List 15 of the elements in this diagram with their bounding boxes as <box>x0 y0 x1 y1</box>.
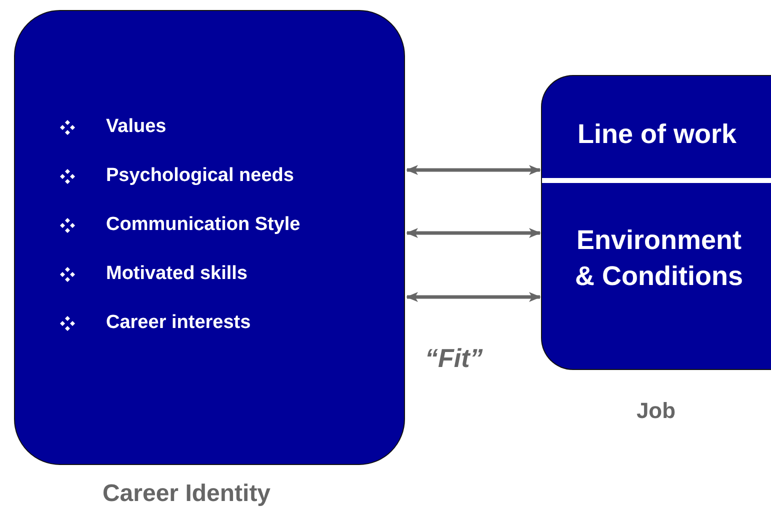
list-item-text: Motivated skills <box>106 262 248 286</box>
box-caption: Career Identity <box>101 480 272 508</box>
double-arrow <box>406 292 541 302</box>
list-item-text: Values <box>106 115 166 139</box>
double-arrow <box>406 165 541 175</box>
list-item-text: Psychological needs <box>106 164 294 188</box>
rounded-box <box>541 75 771 370</box>
double-arrow <box>406 228 541 238</box>
list-item-text: Career interests <box>106 311 251 335</box>
fit-label: “Fit” <box>425 343 483 374</box>
section-title: Environment & Conditions <box>574 224 744 293</box>
box-caption: Job <box>635 398 677 424</box>
section-title: Line of work <box>576 118 738 151</box>
list-item-text: Communication Style <box>106 213 300 237</box>
rounded-box <box>14 10 405 465</box>
